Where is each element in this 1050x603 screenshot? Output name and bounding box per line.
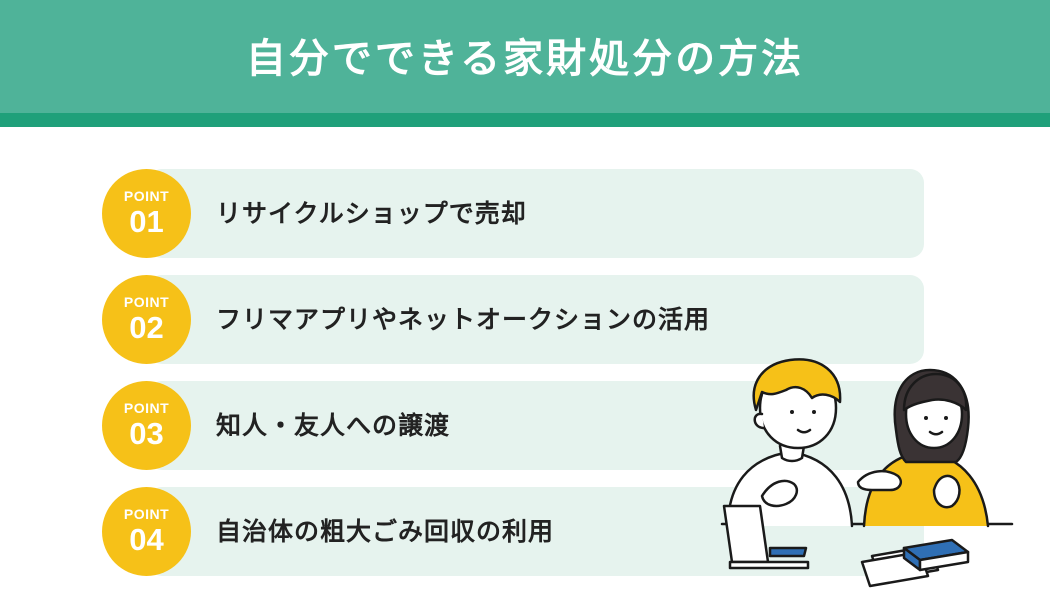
page-title: 自分でできる家財処分の方法 — [245, 35, 805, 82]
list-item: POINT 04 自治体の粗大ごみ回収の利用 — [102, 487, 924, 576]
point-number: 03 — [129, 416, 164, 451]
point-number: 04 — [129, 522, 164, 557]
list-item: POINT 02 フリマアプリやネットオークションの活用 — [102, 275, 924, 364]
method-list: POINT 01 リサイクルショップで売却 POINT 02 フリマアプリやネッ… — [102, 169, 924, 593]
point-badge: POINT 03 — [102, 381, 191, 470]
list-item-text: フリマアプリやネットオークションの活用 — [216, 305, 711, 334]
point-badge: POINT 01 — [102, 169, 191, 258]
list-item-text: リサイクルショップで売却 — [216, 199, 527, 228]
point-number: 02 — [129, 310, 164, 345]
list-item-text: 自治体の粗大ごみ回収の利用 — [216, 517, 555, 546]
point-label: POINT — [123, 400, 170, 416]
list-item-text: 知人・友人への譲渡 — [216, 411, 451, 440]
point-label: POINT — [123, 188, 170, 204]
list-item: POINT 01 リサイクルショップで売却 — [102, 169, 924, 258]
point-badge: POINT 04 — [102, 487, 191, 576]
list-item: POINT 03 知人・友人への譲渡 — [102, 381, 924, 470]
point-label: POINT — [123, 506, 170, 522]
point-number: 01 — [129, 204, 164, 239]
point-label: POINT — [123, 294, 170, 310]
header-banner: 自分でできる家財処分の方法 — [0, 0, 1050, 113]
list-item-background — [148, 169, 924, 258]
list-item-background — [148, 275, 924, 364]
header-accent-strip — [0, 113, 1050, 127]
point-badge: POINT 02 — [102, 275, 191, 364]
